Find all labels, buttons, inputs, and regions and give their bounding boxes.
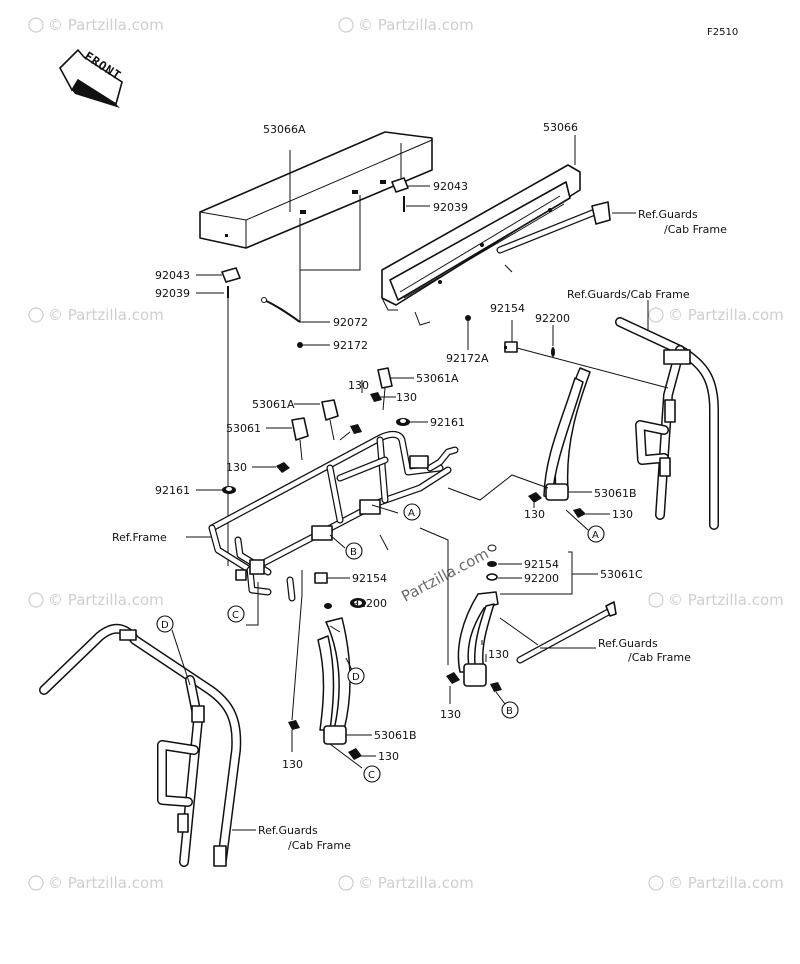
label-53066: 53066 xyxy=(543,121,578,134)
callout-A1 xyxy=(403,503,421,521)
label-92072: 92072 xyxy=(333,316,368,329)
callout-C1 xyxy=(227,605,245,623)
ref-guards-bottom-2: /Cab Frame xyxy=(288,839,351,852)
cab-bracket-top xyxy=(496,201,611,254)
label-92172A: 92172A xyxy=(446,352,489,365)
seat-belt-53061B-right xyxy=(543,367,591,501)
label-53061A-left: 53061A xyxy=(252,398,295,411)
bolt-130-mid xyxy=(446,672,460,684)
callout-C2-text: C xyxy=(368,770,375,781)
washers-92154-92200-mid xyxy=(486,544,498,581)
callout-D1-text: D xyxy=(352,672,360,683)
washer-92200-upper xyxy=(551,347,555,357)
watermark-text: © Partzilla.com xyxy=(48,874,164,892)
label-92161-left: 92161 xyxy=(155,484,190,497)
callout-A1-text: A xyxy=(408,508,415,519)
callout-A2 xyxy=(587,525,605,543)
label-130-low1: 130 xyxy=(282,758,303,771)
label-130-low2: 130 xyxy=(378,750,399,763)
cab-frame-lower-left xyxy=(39,623,242,867)
label-130-mid: 130 xyxy=(440,708,461,721)
seat-back-53066 xyxy=(381,164,581,326)
label-92039-top: 92039 xyxy=(433,201,468,214)
label-130-left: 130 xyxy=(226,461,247,474)
callout-D1 xyxy=(347,667,365,685)
label-92043-left: 92043 xyxy=(155,269,190,282)
buckle-53061A-upper xyxy=(377,367,393,411)
washer-92161-left xyxy=(222,486,236,494)
label-53061A-upper: 53061A xyxy=(416,372,459,385)
seat-frame xyxy=(208,430,459,602)
label-92154-mid: 92154 xyxy=(524,558,559,571)
washer-92200-lower xyxy=(324,598,366,609)
clip-92043-top xyxy=(391,143,409,212)
label-130-upper-b: 130 xyxy=(396,391,417,404)
callout-B2-text: B xyxy=(506,706,513,717)
label-130-r1: 130 xyxy=(524,508,545,521)
label-92039-left: 92039 xyxy=(155,287,190,300)
bolt-130-upper xyxy=(370,392,382,402)
label-130-r2: 130 xyxy=(612,508,633,521)
ref-guards-cab-right: Ref.Guards/Cab Frame xyxy=(567,288,690,301)
ref-frame: Ref.Frame xyxy=(112,531,167,544)
watermark-text: © Partzilla.com xyxy=(668,306,784,324)
ref-guards-bottom: Ref.Guards xyxy=(258,824,318,837)
seat-belt-53061B-lower xyxy=(317,617,351,745)
seat-belt-53061C xyxy=(457,591,499,687)
bolt-130-r1 xyxy=(528,492,542,503)
bolt-92154-upper xyxy=(504,341,518,353)
watermark-text: © Partzilla.com xyxy=(358,16,474,34)
callout-B1 xyxy=(345,542,363,560)
bolt-130-r2 xyxy=(573,508,586,518)
bolt-130-low2 xyxy=(348,748,362,760)
watermark-text: © Partzilla.com xyxy=(668,874,784,892)
callout-A2-text: A xyxy=(592,530,599,541)
cab-bar-mid xyxy=(516,601,617,664)
callout-B1-text: B xyxy=(350,547,357,558)
seat-cushion-53066A xyxy=(199,131,433,249)
cab-frame-upper-right xyxy=(615,317,719,530)
label-92154-upper: 92154 xyxy=(490,302,525,315)
bolt-130-left-buckle xyxy=(350,424,362,434)
watermark-text: © Partzilla.com xyxy=(48,591,164,609)
washer-92161-right xyxy=(396,418,410,426)
front-arrow-icon: FRONT xyxy=(59,48,124,108)
bolt-130-mid-b xyxy=(490,682,502,692)
callout-D2-text: D xyxy=(161,620,169,631)
watermark-text: © Partzilla.com xyxy=(48,306,164,324)
label-92200-lower: 92200 xyxy=(352,597,387,610)
figure-code: F2510 xyxy=(707,27,738,38)
label-92161-right: 92161 xyxy=(430,416,465,429)
watermark-text: © Partzilla.com xyxy=(48,16,164,34)
watermark-text: © Partzilla.com xyxy=(668,591,784,609)
bolt-130-left xyxy=(276,462,290,473)
strap-92072 xyxy=(261,297,303,348)
bolt-92154-lower xyxy=(314,572,328,584)
buckle-53061-left xyxy=(291,417,309,461)
label-92154-lower: 92154 xyxy=(352,572,387,585)
label-53061B-lower: 53061B xyxy=(374,729,417,742)
buckle-53061A-left xyxy=(321,399,339,441)
callout-B2 xyxy=(501,701,519,719)
label-92043-top: 92043 xyxy=(433,180,468,193)
ref-guards-top: Ref.Guards xyxy=(638,208,698,221)
label-53061C: 53061C xyxy=(600,568,643,581)
label-130-mid-b: 130 xyxy=(488,648,509,661)
watermark-text: © Partzilla.com xyxy=(358,874,474,892)
callout-C1-text: C xyxy=(232,610,239,621)
label-92200-upper: 92200 xyxy=(535,312,570,325)
label-53061B-right: 53061B xyxy=(594,487,637,500)
label-92172: 92172 xyxy=(333,339,368,352)
callout-D2 xyxy=(156,615,174,633)
label-130-upper: 130 xyxy=(348,379,369,392)
callout-C2 xyxy=(363,765,381,783)
ref-guards-mid: Ref.Guards xyxy=(598,637,658,650)
label-53066A: 53066A xyxy=(263,123,306,136)
label-53061-left: 53061 xyxy=(226,422,261,435)
ref-guards-top-2: /Cab Frame xyxy=(664,223,727,236)
label-92200-mid: 92200 xyxy=(524,572,559,585)
bolt-130-low1 xyxy=(288,720,300,730)
ref-guards-mid-2: /Cab Frame xyxy=(628,651,691,664)
